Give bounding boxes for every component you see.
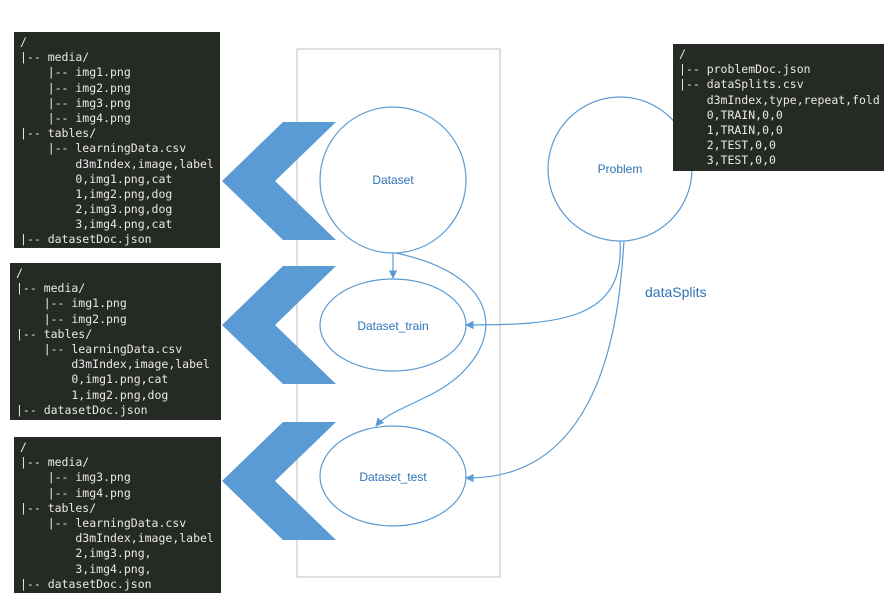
code-line: / — [20, 35, 27, 49]
code-block-dataset: /|-- media/ |-- img1.png |-- img2.png |-… — [14, 32, 220, 248]
chevron-arrow-train — [222, 266, 336, 384]
code-line: |-- datasetDoc.json — [20, 576, 152, 591]
code-line: |-- learningData.csv — [20, 141, 187, 156]
chevron-arrow-test — [222, 422, 336, 540]
code-line: |-- media/ — [20, 50, 90, 65]
code-line: |-- datasetDoc.json — [16, 402, 148, 417]
edge-problem-to-test — [465, 240, 625, 483]
node-label-dataset: Dataset — [372, 173, 414, 187]
code-line: d3mIndex,image,label — [20, 531, 214, 546]
code-line: |-- tables/ — [20, 126, 97, 141]
node-label-test: Dataset_test — [359, 470, 427, 484]
code-line: |-- img3.png — [20, 470, 131, 485]
code-line: d3mIndex,image,label — [16, 357, 210, 372]
code-line: |-- problemDoc.json — [679, 62, 811, 77]
code-line: |-- dataSplits.csv — [679, 77, 804, 92]
node-label-problem: Problem — [598, 162, 643, 176]
code-line: / — [679, 47, 686, 61]
chevron-arrow-dataset — [222, 122, 336, 240]
edge-problem-to-train — [465, 240, 621, 330]
code-line: 3,TEST,0,0 — [679, 153, 776, 168]
node-label-train: Dataset_train — [357, 319, 428, 333]
code-line: / — [16, 266, 23, 280]
code-line: |-- tables/ — [20, 500, 97, 515]
code-line: |-- datasetDoc.json — [20, 232, 152, 247]
code-line: 1,img2.png,dog — [20, 186, 173, 201]
code-line: |-- img2.png — [16, 311, 127, 326]
code-line: d3mIndex,image,label — [20, 156, 214, 171]
code-line: |-- img2.png — [20, 80, 131, 95]
code-line: |-- img4.png — [20, 110, 131, 125]
code-line: 0,img1.png,cat — [16, 372, 169, 387]
code-line: d3mIndex,type,repeat,fold — [679, 92, 880, 107]
code-line: |-- img3.png — [20, 95, 131, 110]
code-line: 3,img4.png, — [20, 561, 152, 576]
code-line: |-- learningData.csv — [16, 341, 183, 356]
code-block-test: /|-- media/ |-- img3.png |-- img4.png|--… — [14, 437, 221, 593]
code-block-problem: /|-- problemDoc.json|-- dataSplits.csv d… — [673, 44, 884, 171]
edge-label-datasplits: dataSplits — [645, 284, 706, 300]
code-line: |-- img4.png — [20, 485, 131, 500]
code-line: 0,TRAIN,0,0 — [679, 107, 783, 122]
code-line: 1,img2.png,dog — [16, 387, 169, 402]
code-line: 0,img1.png,cat — [20, 171, 173, 186]
code-line: |-- learningData.csv — [20, 515, 187, 530]
code-line: |-- media/ — [16, 281, 86, 296]
split-frame — [296, 48, 501, 578]
code-line: 3,img4.png,cat — [20, 217, 173, 232]
code-line: |-- media/ — [20, 455, 90, 470]
code-line: 2,TEST,0,0 — [679, 138, 776, 153]
code-line: |-- tables/ — [16, 326, 93, 341]
code-line: / — [20, 440, 27, 454]
edge-dataset-to-test — [375, 252, 487, 427]
code-block-train: /|-- media/ |-- img1.png |-- img2.png|--… — [10, 263, 221, 420]
code-line: 2,img3.png, — [20, 546, 152, 561]
code-line: 1,TRAIN,0,0 — [679, 122, 783, 137]
code-line: 2,img3.png,dog — [20, 202, 173, 217]
code-line: |-- img1.png — [16, 296, 127, 311]
code-line: |-- img1.png — [20, 65, 131, 80]
